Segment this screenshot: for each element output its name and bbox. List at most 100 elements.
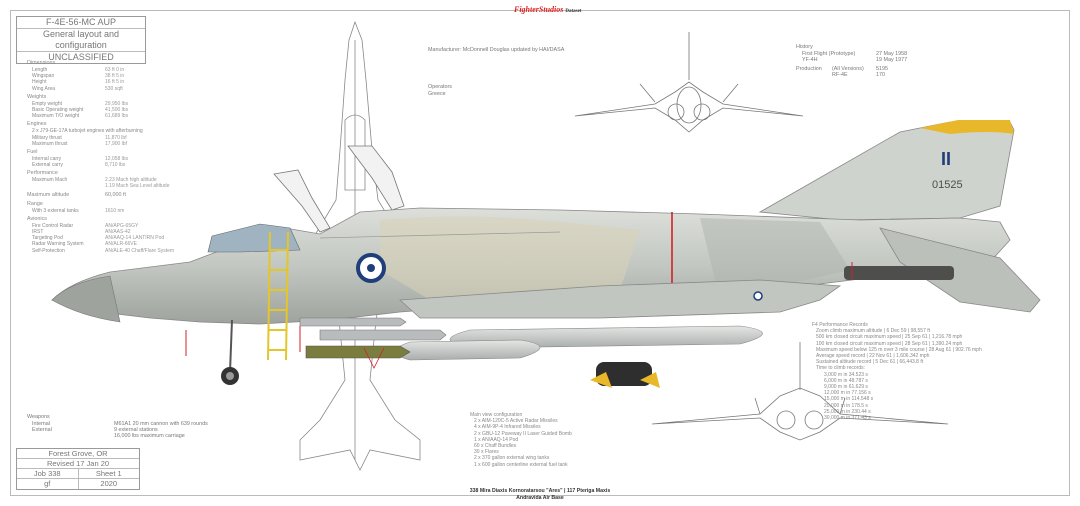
spec-heading-label: Range xyxy=(27,200,43,207)
spec-row: Military thrust 11,870 lbf xyxy=(27,135,217,141)
spec-value: 2.23 Mach high altitude xyxy=(105,177,157,184)
spec-label: Wing Area xyxy=(32,85,56,92)
studio-logo: FighterStudios Dataset xyxy=(514,5,581,14)
first-flight-date: 27 May 1958 xyxy=(876,51,908,57)
record-line: Zoom climb maximum altitude | 6 Dec 59 |… xyxy=(816,328,931,335)
spec-heading: Range xyxy=(27,201,217,208)
record-line: Average speed record | 22 Nov 61 | 1,606… xyxy=(816,353,930,360)
footer-base: Andravida Air Base xyxy=(516,495,564,501)
record-line: 500 km closed circuit maximum speed | 25… xyxy=(816,334,963,341)
production-sub-count: 170 xyxy=(876,72,885,78)
bottom-title-block: Forest Grove, OR Revised 17 Jan 20 Job 3… xyxy=(16,448,140,490)
tb-initials: gf xyxy=(44,479,51,488)
remove-before-flight-flags xyxy=(185,262,853,356)
spec-value: 38 ft 5 in xyxy=(105,73,125,80)
external-stores xyxy=(299,317,763,369)
title-classification: UNCLASSIFIED xyxy=(48,52,114,62)
spec-label: External carry xyxy=(32,162,63,169)
main-view-config: Main view configuration 2 x AIM-120C-5 A… xyxy=(470,412,640,468)
tb-sheet: Sheet 1 xyxy=(77,469,140,478)
production-count: 5195 xyxy=(876,66,888,72)
front-view-upper xyxy=(574,32,804,133)
spec-heading-label: Dimensions xyxy=(27,60,56,66)
spec-heading-label: Performance xyxy=(27,170,58,177)
weapons-external-value2: 16,000 lbs maximum carriage xyxy=(114,433,185,439)
title-model: F-4E-56-MC AUP xyxy=(17,17,145,29)
tb-revised: Revised 17 Jan 20 xyxy=(46,459,110,468)
spec-value: 17,900 lbf xyxy=(105,140,127,147)
config-line: 2 x 370 gallon external wing tanks xyxy=(474,455,550,462)
footer-unit: 338 Mira Diaxis Kornoratarsou "Ares" | 1… xyxy=(469,488,611,494)
spec-label: IRST xyxy=(32,229,44,235)
tail-tip-yellow xyxy=(920,120,1014,134)
logo-text: FighterStudios xyxy=(514,5,564,14)
weapons-internal-value: M61A1 20 mm cannon with 639 rounds xyxy=(114,421,208,427)
spec-heading: Engines xyxy=(27,121,217,128)
tb-location: Forest Grove, OR xyxy=(48,449,108,458)
tb-job: Job 338 xyxy=(33,469,61,478)
camo-sand-patch xyxy=(380,216,640,300)
record-line: 100 km closed circuit maximum speed | 28… xyxy=(816,340,963,347)
spec-label: Maximum T/O weight xyxy=(32,113,80,120)
boarding-ladder xyxy=(267,231,289,361)
record-line: 6,000 m in 48.787 s xyxy=(824,377,868,384)
spec-label: Empty weight xyxy=(32,100,63,107)
spec-heading-label: Maximum altitude xyxy=(27,191,70,198)
landing-gear xyxy=(221,319,660,388)
record-line: 9,000 m in 61.629 s xyxy=(824,384,868,391)
spec-value: 61,689 lbs xyxy=(105,113,129,120)
logo-sub: Dataset xyxy=(565,9,582,14)
operators-value: Greece xyxy=(428,91,446,97)
spec-label: Radar Warning System xyxy=(32,241,84,248)
spec-value: 11,870 lbf xyxy=(105,134,127,141)
title-block: F-4E-56-MC AUP General layout and config… xyxy=(16,16,146,64)
main-wheel xyxy=(596,362,652,386)
aim-9-missile xyxy=(299,317,407,327)
weapons-label: Weapons xyxy=(27,414,50,420)
config-line: 1 x AN/AAQ-14 Pod xyxy=(474,436,519,443)
vertical-tail: II 01525 xyxy=(758,120,1015,221)
first-flight-label: First Flight (Prototype) xyxy=(802,51,856,57)
spec-label: Wingspan xyxy=(32,73,55,80)
production-sub-model: RF-4E xyxy=(832,72,848,78)
spec-value: 16 ft 5 in xyxy=(105,79,125,86)
record-line: Time to climb records: xyxy=(816,365,865,372)
spec-row: Length 63 ft 0 in xyxy=(27,67,217,73)
config-line: 30 x Flares xyxy=(474,449,499,456)
weapons-external-label: External xyxy=(32,427,52,433)
spec-label: Maximum Mach xyxy=(32,177,68,184)
weapons-external-value1: 9 external stations xyxy=(114,427,158,433)
spec-value: 1610 nm xyxy=(105,207,125,214)
spec-value: 63 ft 0 in xyxy=(105,67,125,73)
spec-label: Fire Control Radar xyxy=(32,222,74,229)
spec-label: Length xyxy=(32,67,48,73)
engine-nozzle xyxy=(844,266,954,280)
first-flight-model: YF-4H xyxy=(802,57,818,63)
operators-label: Operators xyxy=(428,84,452,90)
performance-records: F4 Performance Records Zoom climb maximu… xyxy=(812,322,1022,421)
spec-heading-label: Avionics xyxy=(27,215,47,222)
spec-label: Military thrust xyxy=(32,134,62,141)
canopy-open xyxy=(273,145,405,233)
config-line: 2 x AIM-120C-5 Active Radar Missiles xyxy=(474,418,558,425)
config-line: 4 x AIM-9P-4 Infrared Missiles xyxy=(474,424,541,431)
wing-tank xyxy=(394,339,541,361)
record-line: Maximum speed below 125 m over 3 mile co… xyxy=(816,346,982,353)
spec-label: Internal carry xyxy=(32,155,62,162)
production-model: (All Versions) xyxy=(832,66,864,72)
gbu-12-bomb xyxy=(305,345,411,359)
spec-heading-value: 60,000 ft xyxy=(105,191,126,198)
front-view-lower xyxy=(651,342,949,441)
config-line: 1 x 600 gallon centerline external fuel … xyxy=(474,461,568,468)
